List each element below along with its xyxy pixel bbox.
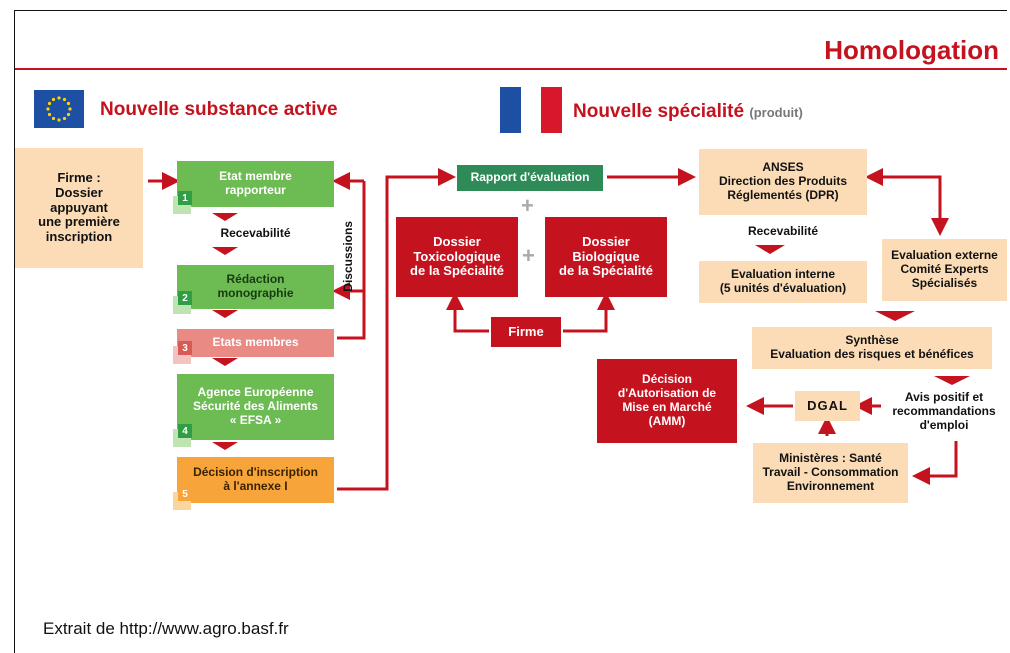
plus-sign-top: + — [521, 193, 534, 218]
eu-star-icon — [57, 118, 61, 122]
avis-positif-label: Avis positif et recommandations d'emploi — [892, 390, 996, 432]
connectors — [148, 168, 970, 491]
firme-box: Firme — [491, 317, 561, 347]
source-footer: Extrait de http://www.agro.basf.fr — [43, 619, 289, 638]
eu-header: Nouvelle substance active — [100, 99, 338, 120]
eu-star-icon — [57, 96, 61, 100]
decision-inscription-box: Décision d'inscription à l'annexe I — [177, 457, 334, 503]
eu-star-icon — [62, 116, 67, 121]
ministeres-box: Ministères : Santé Travail - Consommatio… — [753, 443, 908, 503]
dossier-biologique-box: Dossier Biologique de la Spécialité — [545, 217, 667, 297]
discussions-label: Discussions — [341, 221, 355, 292]
synthese-box: Synthèse Evaluation des risques et bénéf… — [752, 327, 992, 369]
redaction-monographie-box: Rédaction monographie — [177, 265, 334, 309]
step-2-badge: 2 — [178, 291, 192, 305]
step-3-badge: 3 — [178, 341, 192, 355]
etats-membres-box: Etats membres — [177, 329, 334, 357]
step-5-badge: 5 — [178, 487, 192, 501]
fr-header-label: Nouvelle spécialité — [573, 101, 745, 122]
diagram-frame: Homologation Nouvelle substance active N… — [14, 10, 1007, 653]
recevabilite-eu-label: Recevabilité — [220, 226, 291, 240]
efsa-box: Agence Européenne Sécurité des Aliments … — [177, 374, 334, 440]
eu-star-icon — [47, 112, 52, 117]
eu-star-icon — [47, 101, 52, 106]
eu-star-icon — [46, 107, 50, 111]
anses-box: ANSES Direction des Produits Réglementés… — [699, 149, 867, 215]
eu-flag-icon — [34, 90, 84, 128]
eu-star-icon — [66, 101, 71, 106]
fr-header-note: (produit) — [749, 105, 803, 120]
step-4-badge: 4 — [178, 424, 192, 438]
rapport-evaluation-box: Rapport d'évaluation — [457, 165, 603, 191]
dgal-box: DGAL — [795, 391, 860, 421]
page-title: Homologation — [824, 35, 999, 65]
eu-star-icon — [51, 116, 56, 121]
eu-star-icon — [68, 107, 72, 111]
eu-star-icon — [51, 97, 56, 102]
eu-star-icon — [62, 97, 67, 102]
recevabilite-fr-label: Recevabilité — [747, 224, 819, 238]
eu-star-icon — [66, 112, 71, 117]
fr-header: Nouvelle spécialité (produit) — [573, 101, 803, 123]
etat-membre-rapporteur-box: Etat membre rapporteur — [177, 161, 334, 207]
france-flag-icon — [500, 87, 562, 133]
title-rule — [15, 68, 1007, 70]
decision-amm-box: Décision d'Autorisation de Mise en March… — [597, 359, 737, 443]
step-1-badge: 1 — [178, 191, 192, 205]
firme-dossier-box: Firme : Dossier appuyant une première in… — [15, 148, 143, 268]
evaluation-externe-box: Evaluation externe Comité Experts Spécia… — [882, 239, 1007, 301]
evaluation-interne-box: Evaluation interne (5 unités d'évaluatio… — [699, 261, 867, 303]
dossier-toxicologique-box: Dossier Toxicologique de la Spécialité — [396, 217, 518, 297]
plus-sign-middle: + — [522, 243, 535, 268]
